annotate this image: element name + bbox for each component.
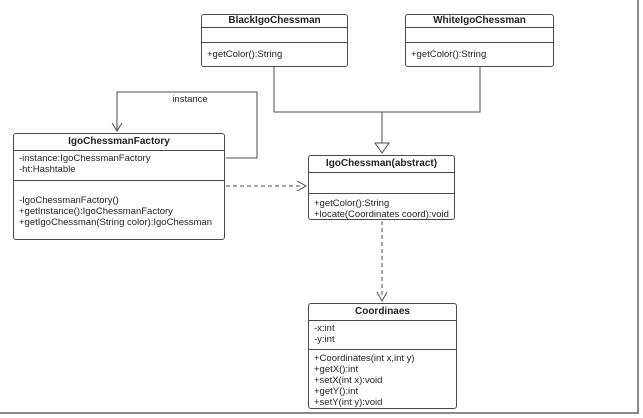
method-item: +getInstance():IgoChessmanFactory — [19, 206, 173, 217]
class-methods: +getColor():String +locate(Coordinates c… — [309, 194, 454, 220]
attribute-item: -ht:Hashtable — [19, 164, 76, 175]
class-methods: -IgoChessmanFactory() +getInstance():Igo… — [14, 181, 224, 228]
method-item: +getColor():String — [207, 49, 283, 60]
class-attributes: -instance:IgoChessmanFactory -ht:Hashtab… — [14, 151, 224, 181]
class-title: WhiteIgoChessman — [406, 15, 553, 28]
method-item: +locate(Coordinates coord):void — [314, 209, 449, 220]
attribute-item: -x:int — [314, 323, 335, 334]
method-item: +getColor():String — [314, 198, 390, 209]
dependency-factory-to-igochessman — [226, 180, 308, 192]
class-box-white-igo-chessman: WhiteIgoChessman +getColor():String — [405, 14, 554, 67]
class-attributes — [202, 28, 347, 43]
class-methods: +getColor():String — [406, 43, 553, 60]
class-title: IgoChessman(abstract) — [309, 156, 454, 173]
open-arrowhead — [296, 180, 308, 192]
association-label-instance: instance — [172, 94, 208, 105]
method-item: +getIgoChessman(String color):IgoChessma… — [19, 217, 212, 228]
method-item: +setX(int x):void — [314, 375, 383, 386]
class-box-igo-chessman-factory: IgoChessmanFactory -instance:IgoChessman… — [13, 133, 225, 240]
class-box-black-igo-chessman: BlackIgoChessman +getColor():String — [201, 14, 348, 67]
class-attributes — [406, 28, 553, 43]
dependency-igochessman-to-coordinates — [376, 221, 388, 303]
generalization-connector — [273, 67, 481, 154]
method-item: +getColor():String — [411, 49, 487, 60]
class-title: IgoChessmanFactory — [14, 134, 224, 151]
method-item: +setY(int y):void — [314, 397, 383, 408]
class-title: Coordinaes — [309, 304, 456, 321]
self-association-connector — [111, 91, 258, 159]
attribute-item: -y:int — [314, 334, 335, 345]
attribute-item: -instance:IgoChessmanFactory — [19, 153, 151, 164]
method-item: -IgoChessmanFactory() — [19, 195, 119, 206]
hollow-triangle-arrowhead — [374, 142, 390, 154]
class-attributes — [309, 173, 454, 194]
class-box-coordinates: Coordinaes -x:int -y:int +Coordinates(in… — [308, 303, 457, 409]
method-item: +getY():int — [314, 386, 359, 397]
class-methods: +Coordinates(int x,int y) +getX():int +s… — [309, 350, 456, 408]
class-methods: +getColor():String — [202, 43, 347, 60]
class-attributes: -x:int -y:int — [309, 321, 456, 350]
method-item: +Coordinates(int x,int y) — [314, 353, 415, 364]
open-arrowhead — [376, 291, 388, 303]
class-title: BlackIgoChessman — [202, 15, 347, 28]
class-box-igo-chessman-abstract: IgoChessman(abstract) +getColor():String… — [308, 155, 455, 220]
open-arrowhead — [111, 122, 123, 132]
method-item: +getX():int — [314, 364, 359, 375]
